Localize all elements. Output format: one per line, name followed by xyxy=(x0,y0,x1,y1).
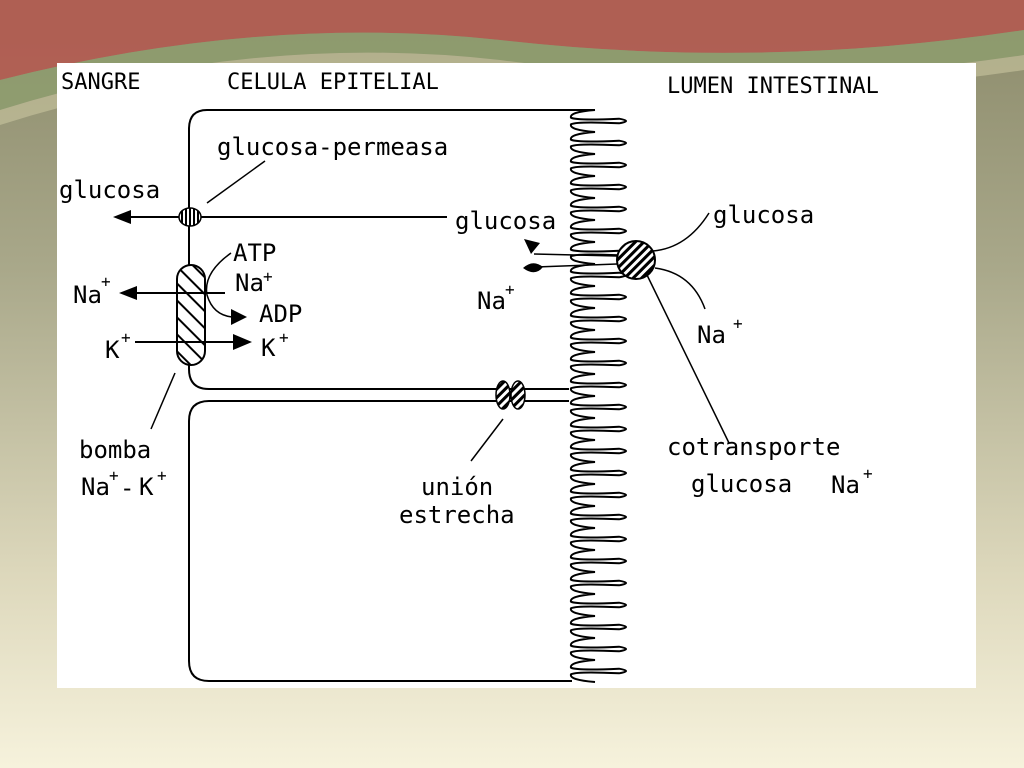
adp-label: ADP xyxy=(259,300,302,328)
na-cell-label: Na xyxy=(477,287,506,315)
cell-membranes xyxy=(188,109,595,682)
microvilli-border xyxy=(569,109,627,683)
glucose-permease-channel xyxy=(178,207,202,227)
na-inside-plus: + xyxy=(263,267,273,286)
cotransport-label-na: Na xyxy=(831,471,860,499)
k-outside-plus: + xyxy=(121,328,131,347)
cotransport-na-line xyxy=(535,263,618,268)
na-inside-label: Na xyxy=(235,269,264,297)
atp-adp-curve xyxy=(205,252,233,318)
cotransport-na-arrowhead xyxy=(523,263,543,273)
na-outside-label: Na xyxy=(73,281,102,309)
pump-pointer-line xyxy=(150,372,176,430)
cotransport-glucose-line xyxy=(533,253,618,257)
pump-label-k: K xyxy=(139,473,154,501)
epithelial-transport-diagram: SANGRE CELULA EPITELIAL LUMEN INTESTINAL… xyxy=(59,70,879,683)
na-cell-plus: + xyxy=(505,280,515,299)
glucose-exit-arrowhead xyxy=(113,210,131,224)
na-out-arrowhead xyxy=(119,286,137,300)
na-glucose-cotransporter xyxy=(616,240,656,280)
tight-junction-pointer xyxy=(470,418,504,462)
header-blood: SANGRE xyxy=(61,70,140,95)
k-inside-plus: + xyxy=(279,328,289,347)
k-in-arrowhead xyxy=(233,334,252,350)
pump-label-na: Na xyxy=(81,473,110,501)
cotransporter-pointer xyxy=(646,274,730,444)
header-intestinal-lumen: LUMEN INTESTINAL xyxy=(667,74,879,99)
k-inside-label: K xyxy=(261,334,276,362)
na-outside-plus: + xyxy=(101,272,111,291)
upper-cell-outline xyxy=(188,109,595,390)
cotransport-label-na-plus: + xyxy=(863,464,873,483)
adp-arrowhead xyxy=(231,309,247,325)
na-lumen-label: Na xyxy=(697,321,726,349)
glucose-exit-label: glucosa xyxy=(59,176,160,204)
cotransport-glucose-arrowhead xyxy=(524,239,540,254)
pump-label-k-plus: + xyxy=(157,466,167,485)
tight-junction-right xyxy=(510,380,526,410)
glucose-permease-label: glucosa-permeasa xyxy=(217,133,448,161)
k-outside-label: K xyxy=(105,336,120,364)
header-epithelial-cell: CELULA EPITELIAL xyxy=(227,70,439,95)
slide-red-swoosh xyxy=(0,0,1024,80)
pump-label-na-plus: + xyxy=(109,466,119,485)
pump-label-minus: - xyxy=(120,474,134,502)
lumen-na-line xyxy=(654,267,706,310)
cotransport-label-line1: cotransporte xyxy=(667,433,840,461)
microvilli-left-edge xyxy=(569,109,627,683)
lumen-glucose-line xyxy=(652,212,710,252)
lower-cell-outline xyxy=(188,400,572,682)
cotransport-label-line2: glucosa xyxy=(691,470,792,498)
tight-junction-label-line2: estrecha xyxy=(399,501,515,529)
diagram-panel: SANGRE CELULA EPITELIAL LUMEN INTESTINAL… xyxy=(57,63,976,688)
tight-junction-left xyxy=(495,380,511,410)
tight-junction-label-line1: unión xyxy=(421,473,493,501)
permease-pointer-line xyxy=(206,160,266,204)
glucose-inside-label: glucosa xyxy=(455,207,556,235)
pump-label-line1: bomba xyxy=(79,436,151,464)
atp-label: ATP xyxy=(233,239,276,267)
na-k-pump xyxy=(176,264,206,366)
slide-green-swoosh xyxy=(0,30,1024,110)
na-lumen-plus: + xyxy=(733,314,743,333)
glucose-lumen-label: glucosa xyxy=(713,201,814,229)
